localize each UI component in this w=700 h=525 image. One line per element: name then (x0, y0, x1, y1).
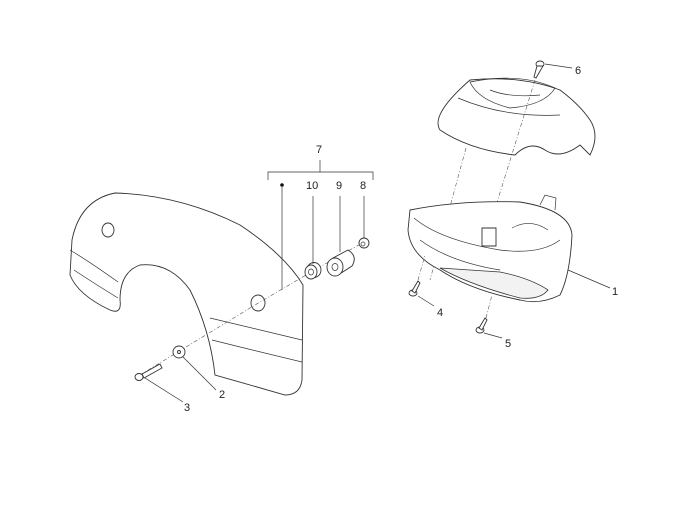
callout-4: 4 (437, 307, 443, 319)
screw-part-5 (475, 317, 488, 334)
callout-2: 2 (219, 389, 225, 401)
screw-part-4 (408, 280, 421, 297)
upper-cover-part (437, 77, 596, 156)
leader-6 (544, 63, 573, 69)
grommet-part-10 (304, 262, 322, 280)
ring-part-8 (358, 237, 370, 249)
screw-part-6 (533, 60, 545, 79)
group-7-bracket (267, 160, 374, 290)
callout-8: 8 (360, 180, 366, 192)
leader-3 (144, 377, 184, 403)
side-shield-panel (69, 192, 304, 396)
callout-10: 10 (306, 180, 318, 192)
washer-part-2 (172, 345, 186, 359)
callout-9: 9 (336, 180, 342, 192)
leader-1 (567, 269, 611, 289)
lower-housing-part-1 (407, 194, 573, 303)
leader-2 (182, 356, 217, 391)
callout-5: 5 (505, 338, 511, 350)
spacer-part-9 (326, 249, 355, 277)
leader-5 (483, 332, 503, 339)
leader-4 (417, 295, 435, 307)
callout-7: 7 (316, 144, 322, 156)
callout-1: 1 (612, 286, 618, 298)
screw-part-3 (134, 363, 163, 381)
callout-3: 3 (184, 402, 190, 414)
callout-6: 6 (575, 65, 581, 77)
